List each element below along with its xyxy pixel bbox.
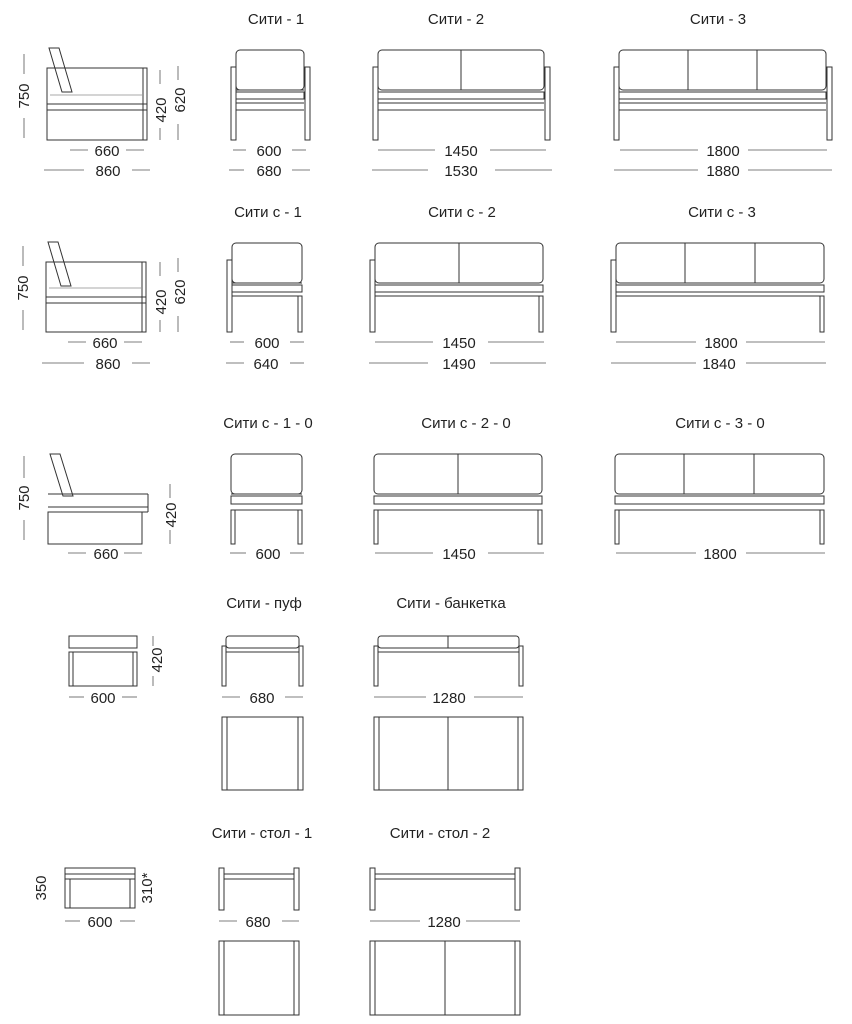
front-view-seat-c-1-0: [230, 453, 303, 545]
front-view-ottoman: [221, 635, 304, 687]
width-city-c-3-0: 1800: [703, 546, 736, 563]
row-3: Сити с - 1 - 0 Сити с - 2 - 0 Сити с - 3…: [16, 415, 825, 563]
dim-seat-arm-1: 420 620: [153, 66, 189, 140]
title-city-c-3: Сити с - 3: [688, 204, 756, 221]
title-city-3: Сити - 3: [690, 11, 746, 28]
dim-seat-label: 420: [153, 289, 170, 314]
table-height-alt: 310*: [139, 872, 156, 903]
width-city-2-outer: 1530: [444, 163, 477, 180]
front-view-bench: [373, 635, 524, 687]
front-view-seat-c-1: [226, 242, 303, 333]
front-view-table-2: [369, 867, 521, 911]
table-2-width: 1280: [427, 914, 460, 931]
front-view-seat-c-2: [369, 242, 544, 333]
top-view-table-2: [369, 940, 521, 1016]
dim-seat-label: 420: [153, 97, 170, 122]
width-city-1-outer: 680: [256, 163, 281, 180]
title-city-c-1-0: Сити с - 1 - 0: [223, 415, 312, 432]
row-1: Сити - 1 Сити - 2 Сити - 3 750 420 620 6…: [16, 11, 833, 180]
title-ottoman: Сити - пуф: [226, 595, 302, 612]
top-view-table-1: [218, 940, 300, 1016]
dim-height-1: 750: [16, 54, 33, 138]
row-tables: Сити - стол - 1 Сити - стол - 2 350 310*…: [33, 825, 521, 1016]
dim-depth-inner: 660: [92, 335, 117, 352]
width-city-c-2-inner: 1450: [442, 335, 475, 352]
side-view-armchair-1: [46, 47, 148, 141]
title-city-c-2-0: Сити с - 2 - 0: [421, 415, 510, 432]
dim-depth-inner: 660: [94, 143, 119, 160]
dim-height-label: 750: [15, 275, 32, 300]
dim-height-3: 750: [16, 456, 33, 540]
title-city-2: Сити - 2: [428, 11, 484, 28]
width-city-c-3-outer: 1840: [702, 356, 735, 373]
front-view-seat-c-2-0: [373, 453, 543, 545]
title-city-1: Сити - 1: [248, 11, 304, 28]
dim-height-label: 750: [16, 83, 33, 108]
front-view-seat-c-3: [610, 242, 825, 333]
table-1-width: 680: [245, 914, 270, 931]
dim-seat-3: 420: [163, 484, 180, 544]
width-city-c-1-inner: 600: [254, 335, 279, 352]
side-view-armchair-2: [45, 241, 147, 333]
front-view-seat-c-3-0: [614, 453, 825, 545]
top-view-ottoman: [221, 716, 304, 791]
title-city-c-3-0: Сити с - 3 - 0: [675, 415, 764, 432]
front-view-seat-3: [613, 49, 833, 141]
side-view-table: [64, 867, 136, 909]
dim-depth-outer: 860: [95, 356, 120, 373]
title-table-1: Сити - стол - 1: [212, 825, 312, 842]
dim-height-label: 750: [16, 485, 33, 510]
title-city-c-1: Сити с - 1: [234, 204, 302, 221]
width-city-c-1-outer: 640: [253, 356, 278, 373]
ottoman-width: 680: [249, 690, 274, 707]
ottoman-height: 420: [149, 647, 166, 672]
width-city-1-inner: 600: [256, 143, 281, 160]
front-view-seat-1: [230, 49, 311, 141]
width-city-3-inner: 1800: [706, 143, 739, 160]
table-side-width: 600: [87, 914, 112, 931]
side-view-ottoman: [68, 635, 138, 687]
dim-arm-label: 620: [172, 279, 189, 304]
width-city-c-2-outer: 1490: [442, 356, 475, 373]
width-city-c-3-inner: 1800: [704, 335, 737, 352]
side-view-armless: [47, 453, 149, 545]
dim-depth-outer: 860: [95, 163, 120, 180]
width-city-c-1-0: 600: [255, 546, 280, 563]
bench-width: 1280: [432, 690, 465, 707]
title-city-c-2: Сити с - 2: [428, 204, 496, 221]
dim-seat-label: 420: [163, 502, 180, 527]
width-city-3-outer: 1880: [706, 163, 739, 180]
title-table-2: Сити - стол - 2: [390, 825, 490, 842]
width-city-c-2-0: 1450: [442, 546, 475, 563]
top-view-bench: [373, 716, 524, 791]
front-view-seat-2: [372, 49, 551, 141]
dim-height-2: 750: [15, 246, 32, 330]
dim-depth: 660: [93, 546, 118, 563]
dim-seat-arm-2: 420 620: [153, 258, 189, 332]
row-2: Сити с - 1 Сити с - 2 Сити с - 3 750 420…: [15, 204, 826, 373]
table-height: 350: [33, 875, 50, 900]
width-city-2-inner: 1450: [444, 143, 477, 160]
title-bench: Сити - банкетка: [396, 595, 506, 612]
row-ottoman: Сити - пуф Сити - банкетка 420 600 680: [68, 595, 524, 791]
ottoman-side-width: 600: [90, 690, 115, 707]
front-view-table-1: [218, 867, 300, 911]
dim-arm-label: 620: [172, 87, 189, 112]
